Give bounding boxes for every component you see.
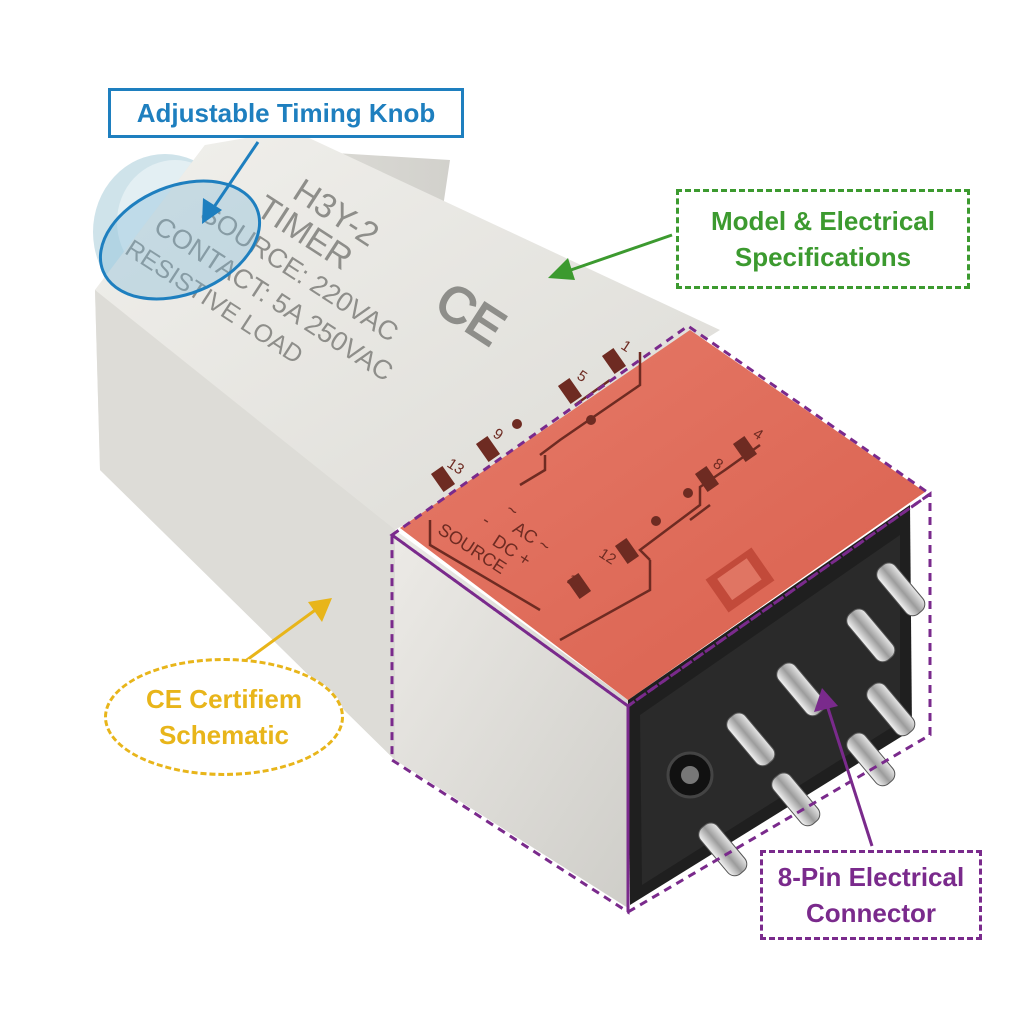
callout-ce-line2: Schematic	[158, 720, 290, 750]
callout-ce-line1: CE Certifiem	[145, 684, 303, 714]
terminal-12: 12	[596, 545, 619, 568]
arrow-model	[548, 233, 673, 280]
pin	[776, 662, 826, 717]
callout-model-line2: Specifications	[734, 242, 912, 272]
pin	[726, 712, 776, 767]
callout-pin-line1: 8-Pin Electrical	[777, 862, 965, 892]
callout-knob-label: Adjustable Timing Knob	[136, 98, 436, 128]
callout-model-line1: Model & Electrical	[711, 206, 935, 236]
body-front-face	[395, 530, 628, 908]
pin	[846, 608, 896, 663]
body-lower-face	[95, 290, 395, 760]
pin	[698, 822, 748, 877]
connector-outline	[389, 324, 933, 915]
terminal-13: 13	[444, 455, 467, 478]
pin	[866, 682, 916, 737]
arrow-pin	[814, 688, 874, 847]
arrow-knob	[202, 141, 260, 224]
schematic-terminals	[430, 347, 758, 600]
pin	[771, 772, 821, 827]
body-top-face	[95, 130, 720, 530]
arrow-ce	[239, 598, 332, 667]
connector-pins	[666, 562, 926, 877]
callout-model-specs: Model & Electrical Specifications	[676, 189, 970, 289]
pin	[876, 562, 926, 617]
schematic-face	[400, 330, 925, 700]
callout-pin-connector: 8-Pin Electrical Connector	[760, 850, 982, 940]
callout-ce-schematic: CE Certifiem Schematic	[104, 658, 344, 776]
terminal-14: 14	[564, 571, 587, 594]
callout-pin-line2: Connector	[806, 898, 936, 928]
pin	[846, 732, 896, 787]
callout-timing-knob: Adjustable Timing Knob	[108, 88, 464, 138]
